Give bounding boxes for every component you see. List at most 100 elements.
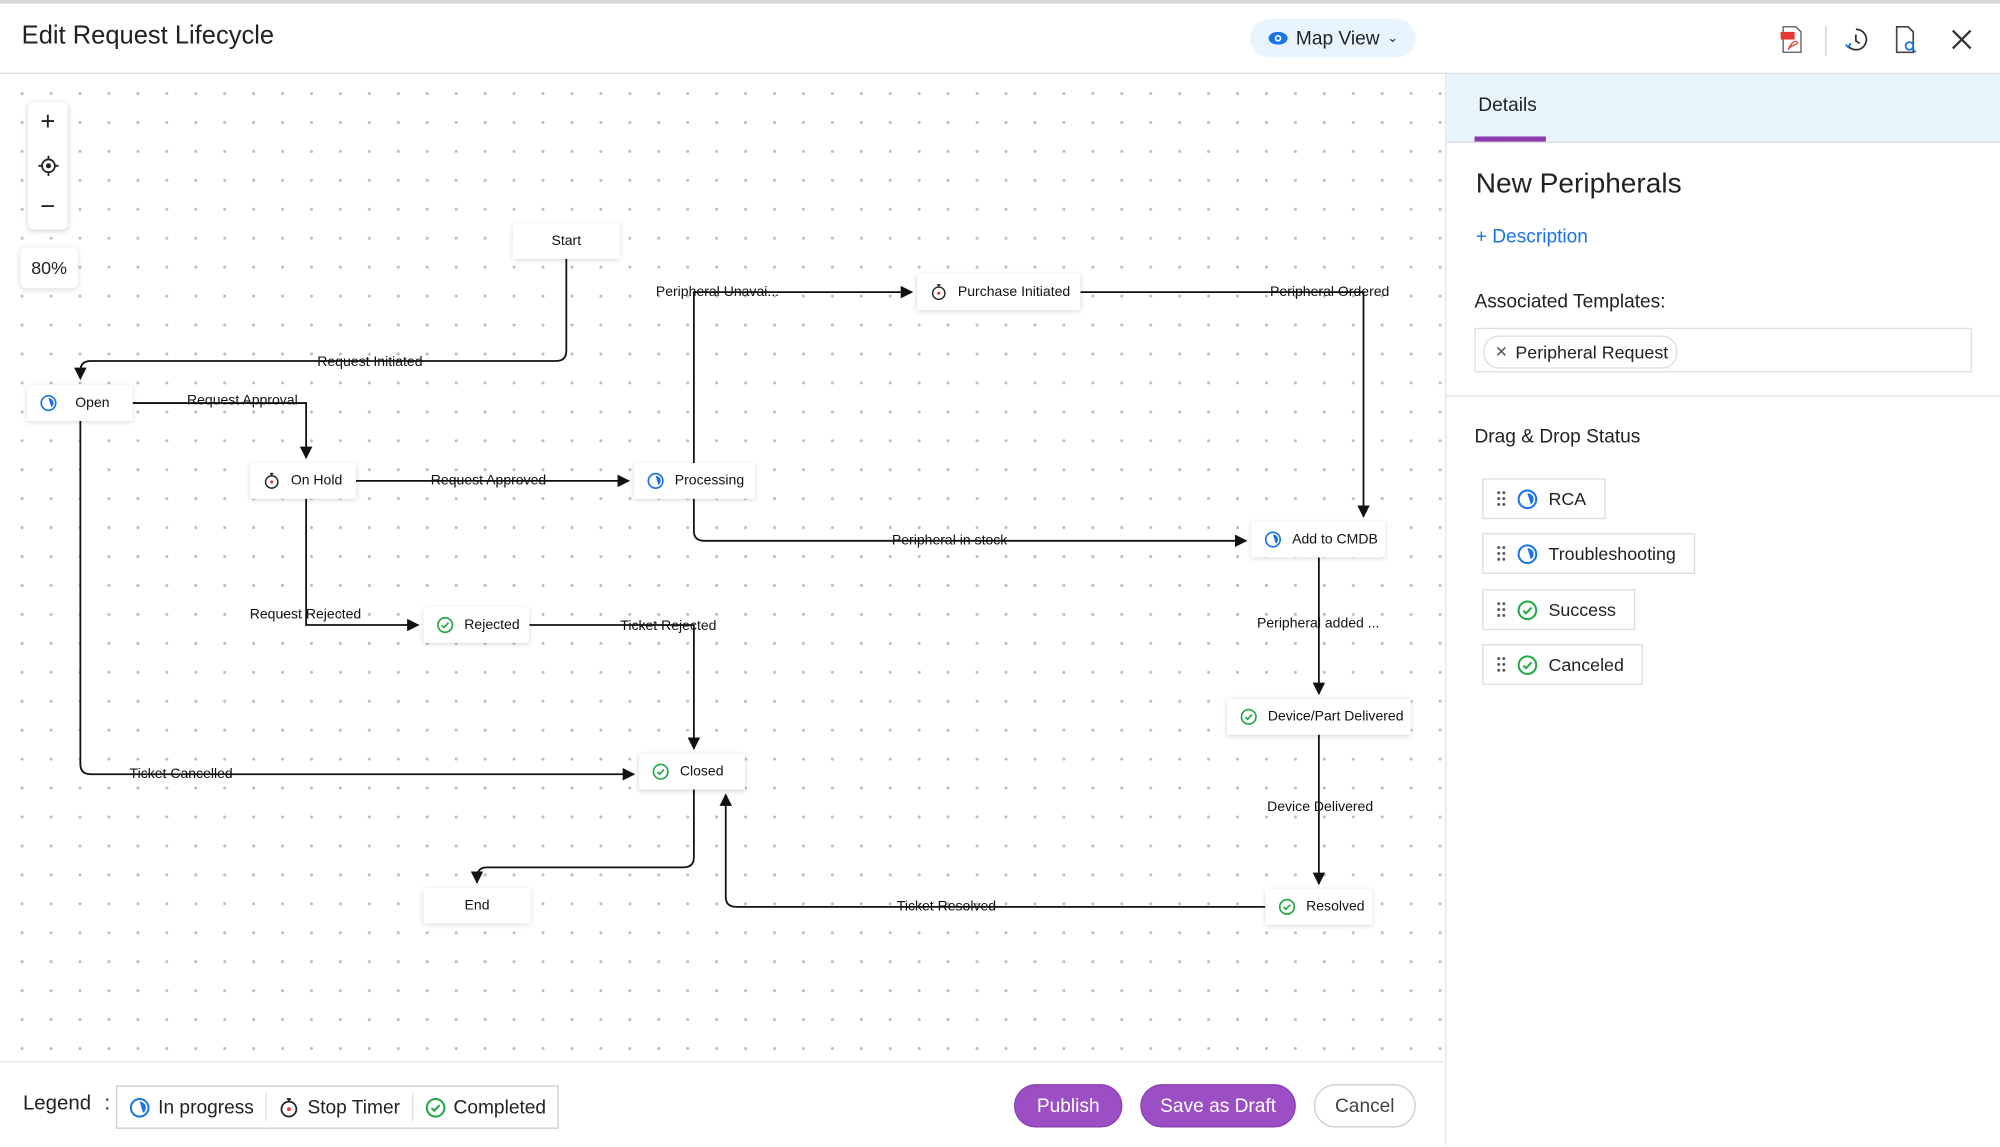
node-label: On Hold: [290, 473, 343, 489]
node-open[interactable]: Open: [26, 385, 133, 421]
zoom-out-button[interactable]: −: [40, 192, 56, 221]
eye-icon: [1268, 31, 1288, 45]
legend-in-progress: In progress: [117, 1093, 267, 1122]
transition-label: Peripheral in stock: [891, 532, 1008, 548]
pdf-icon[interactable]: [1777, 24, 1808, 55]
transition-label: Device Delivered: [1267, 799, 1374, 815]
close-icon[interactable]: [1946, 24, 1977, 55]
add-description-link[interactable]: + Description: [1475, 225, 1588, 248]
node-device-part-delivered[interactable]: Device/Part Delivered: [1227, 698, 1411, 735]
edge-processing-purchase: [692, 285, 914, 464]
node-label: Open: [75, 395, 110, 411]
edge-closed-end: [470, 789, 695, 884]
publish-button[interactable]: Publish: [1014, 1084, 1123, 1128]
completed-icon: [1240, 708, 1258, 726]
view-select-label: Map View: [1295, 27, 1380, 50]
transition-edges: [74, 258, 1370, 908]
transition-peripheral-added[interactable]: Peripheral added ...: [1247, 612, 1389, 634]
node-end[interactable]: End: [423, 887, 531, 924]
history-icon[interactable]: [1841, 24, 1872, 55]
node-start[interactable]: Start: [512, 223, 620, 259]
chevron-down-icon: ⌄: [1387, 31, 1398, 46]
status-label: Success: [1548, 599, 1616, 620]
template-chip-label: Peripheral Request: [1515, 341, 1669, 363]
legend-title-text: Legend: [22, 1093, 92, 1115]
status-item-rca[interactable]: RCA: [1482, 478, 1606, 520]
node-on-hold[interactable]: On Hold: [249, 463, 356, 499]
details-panel: Details New Peripherals + Description As…: [1445, 73, 2000, 1146]
transition-label: Ticket Resolved: [896, 898, 997, 914]
status-label: RCA: [1548, 488, 1587, 509]
document-search-icon[interactable]: [1890, 24, 1921, 55]
node-add-to-cmdb[interactable]: Add to CMDB: [1251, 521, 1386, 558]
stop-timer-icon: [263, 472, 281, 490]
node-processing[interactable]: Processing: [633, 463, 756, 499]
tab-details[interactable]: Details: [1478, 94, 1537, 117]
node-label: Add to CMDB: [1292, 531, 1378, 548]
view-select[interactable]: Map View ⌄: [1249, 19, 1416, 58]
transition-label: Peripheral added ...: [1256, 615, 1380, 631]
status-item-canceled[interactable]: Canceled: [1482, 644, 1644, 685]
transition-device-delivered[interactable]: Device Delivered: [1258, 796, 1383, 818]
completed-icon: [1278, 898, 1296, 916]
node-rejected[interactable]: Rejected: [423, 607, 530, 643]
in-progress-icon: [40, 394, 58, 412]
in-progress-icon: [129, 1096, 151, 1118]
edge-rejected-closed: [529, 624, 701, 750]
transition-ticket-rejected[interactable]: Ticket Rejected: [610, 615, 727, 637]
transition-peripheral-unavailable[interactable]: Peripheral Unavai...: [647, 281, 789, 303]
node-label: Processing: [674, 473, 745, 489]
transition-label: Request Initiated: [317, 353, 423, 370]
active-tab-indicator: [1474, 136, 1546, 142]
edge-processing-cmdb: [692, 498, 1248, 548]
transition-peripheral-in-stock[interactable]: Peripheral in stock: [881, 529, 1017, 551]
legend: In progress Stop Timer Completed: [116, 1085, 559, 1129]
node-closed[interactable]: Closed: [639, 753, 745, 790]
completed-icon: [1517, 599, 1539, 621]
recenter-icon[interactable]: [28, 144, 68, 186]
node-purchase-initiated[interactable]: Purchase Initiated: [917, 274, 1081, 310]
legend-completed: Completed: [413, 1093, 558, 1121]
transition-ticket-cancelled[interactable]: Ticket Cancelled: [119, 763, 244, 785]
edge-resolved-closed: [719, 793, 1266, 908]
cancel-button[interactable]: Cancel: [1313, 1084, 1416, 1128]
node-label: Rejected: [464, 617, 520, 633]
completed-icon: [1517, 654, 1539, 676]
zoom-in-button[interactable]: +: [40, 108, 56, 137]
legend-label: In progress: [158, 1096, 254, 1118]
transition-request-approved[interactable]: Request Approved: [421, 469, 556, 491]
node-label: Purchase Initiated: [957, 284, 1071, 300]
status-item-troubleshooting[interactable]: Troubleshooting: [1482, 533, 1696, 574]
lifecycle-canvas[interactable]: Start Open On Hold Processing Purchase I…: [0, 73, 1444, 1062]
transition-request-rejected[interactable]: Request Rejected: [241, 603, 370, 625]
node-label: End: [464, 897, 490, 914]
drag-handle-icon[interactable]: [1496, 600, 1507, 619]
transition-ticket-resolved[interactable]: Ticket Resolved: [886, 895, 1006, 917]
stop-timer-icon: [278, 1096, 300, 1118]
drag-handle-icon[interactable]: [1496, 544, 1507, 563]
transition-label: Peripheral Ordered: [1270, 283, 1390, 300]
transition-request-approval[interactable]: Request Approval: [177, 389, 307, 411]
status-label: Canceled: [1548, 654, 1624, 675]
zoom-level: 80%: [20, 247, 78, 289]
in-progress-icon: [1517, 488, 1539, 510]
transition-request-initiated[interactable]: Request Initiated: [306, 351, 434, 373]
node-label: Resolved: [1306, 899, 1365, 915]
in-progress-icon: [647, 472, 665, 490]
completed-icon: [436, 616, 454, 634]
drag-handle-icon[interactable]: [1496, 655, 1507, 674]
drag-handle-icon[interactable]: [1496, 489, 1507, 508]
legend-label: Completed: [453, 1096, 547, 1118]
template-chip: ✕ Peripheral Request: [1483, 335, 1678, 369]
associated-templates-label: Associated Templates:: [1474, 290, 1666, 313]
in-progress-icon: [1264, 531, 1282, 549]
in-progress-icon: [1517, 543, 1539, 565]
node-resolved[interactable]: Resolved: [1265, 889, 1373, 925]
templates-input[interactable]: ✕ Peripheral Request: [1474, 327, 1972, 373]
remove-icon[interactable]: ✕: [1494, 343, 1508, 361]
transition-peripheral-ordered[interactable]: Peripheral Ordered: [1261, 281, 1397, 303]
save-draft-button[interactable]: Save as Draft: [1140, 1084, 1296, 1128]
legend-title: Legend :: [23, 1093, 110, 1116]
transition-label: Ticket Cancelled: [129, 765, 233, 782]
status-item-success[interactable]: Success: [1482, 589, 1636, 631]
